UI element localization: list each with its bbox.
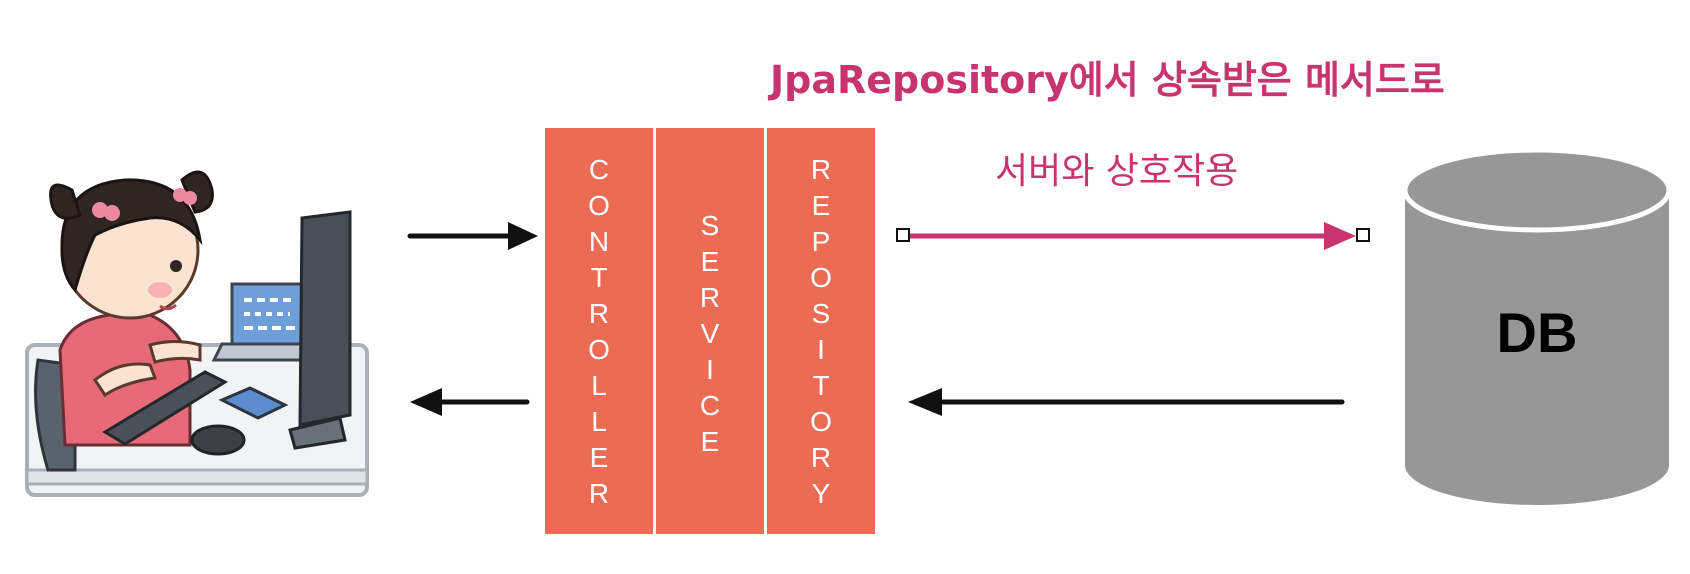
layer-letter: Y — [811, 478, 831, 509]
controller-block — [545, 128, 653, 534]
layer-letter: O — [810, 406, 832, 437]
layer-letter: R — [588, 298, 610, 329]
repository-block — [767, 128, 875, 534]
layer-letter: C — [699, 390, 721, 421]
arrow-end-handle — [1356, 228, 1370, 242]
layer-letter: E — [700, 246, 720, 277]
layer-letter: R — [810, 442, 832, 473]
database-cylinder — [1402, 147, 1672, 505]
layer-letter: P — [811, 226, 831, 257]
arrow-start-handle — [896, 228, 910, 242]
layer-letter: T — [812, 370, 830, 401]
request-arrow — [407, 222, 538, 250]
layer-letter: R — [810, 154, 832, 185]
database-label: DB — [1496, 301, 1578, 364]
layer-letter: R — [588, 478, 610, 509]
user-at-computer-illustration — [25, 170, 369, 497]
layer-letter: C — [588, 154, 610, 185]
layer-letter: E — [700, 426, 720, 457]
repository-to-db-arrow — [896, 222, 1370, 250]
layer-letter: S — [811, 298, 831, 329]
response-arrow — [410, 388, 530, 416]
diagram-subtitle: 서버와 상호작용 — [995, 151, 1239, 192]
layer-letter: S — [700, 210, 720, 241]
layer-letter: O — [810, 262, 832, 293]
layer-letter: V — [700, 318, 720, 349]
service-block — [656, 128, 764, 534]
layer-letter: L — [591, 370, 607, 401]
layer-letter: L — [591, 406, 607, 437]
layer-letter: O — [588, 190, 610, 221]
db-to-repository-arrow — [908, 388, 1345, 416]
diagram-title: JpaRepository에서 상속받은 메서드로 — [770, 58, 1445, 102]
layer-letter: T — [590, 262, 608, 293]
layer-letter: O — [588, 334, 610, 365]
layer-letter: E — [811, 190, 831, 221]
layer-letter: I — [706, 354, 714, 385]
layer-letter: N — [588, 226, 610, 257]
layer-letter: I — [817, 334, 825, 365]
layer-letter: R — [699, 282, 721, 313]
layer-letter: E — [589, 442, 609, 473]
